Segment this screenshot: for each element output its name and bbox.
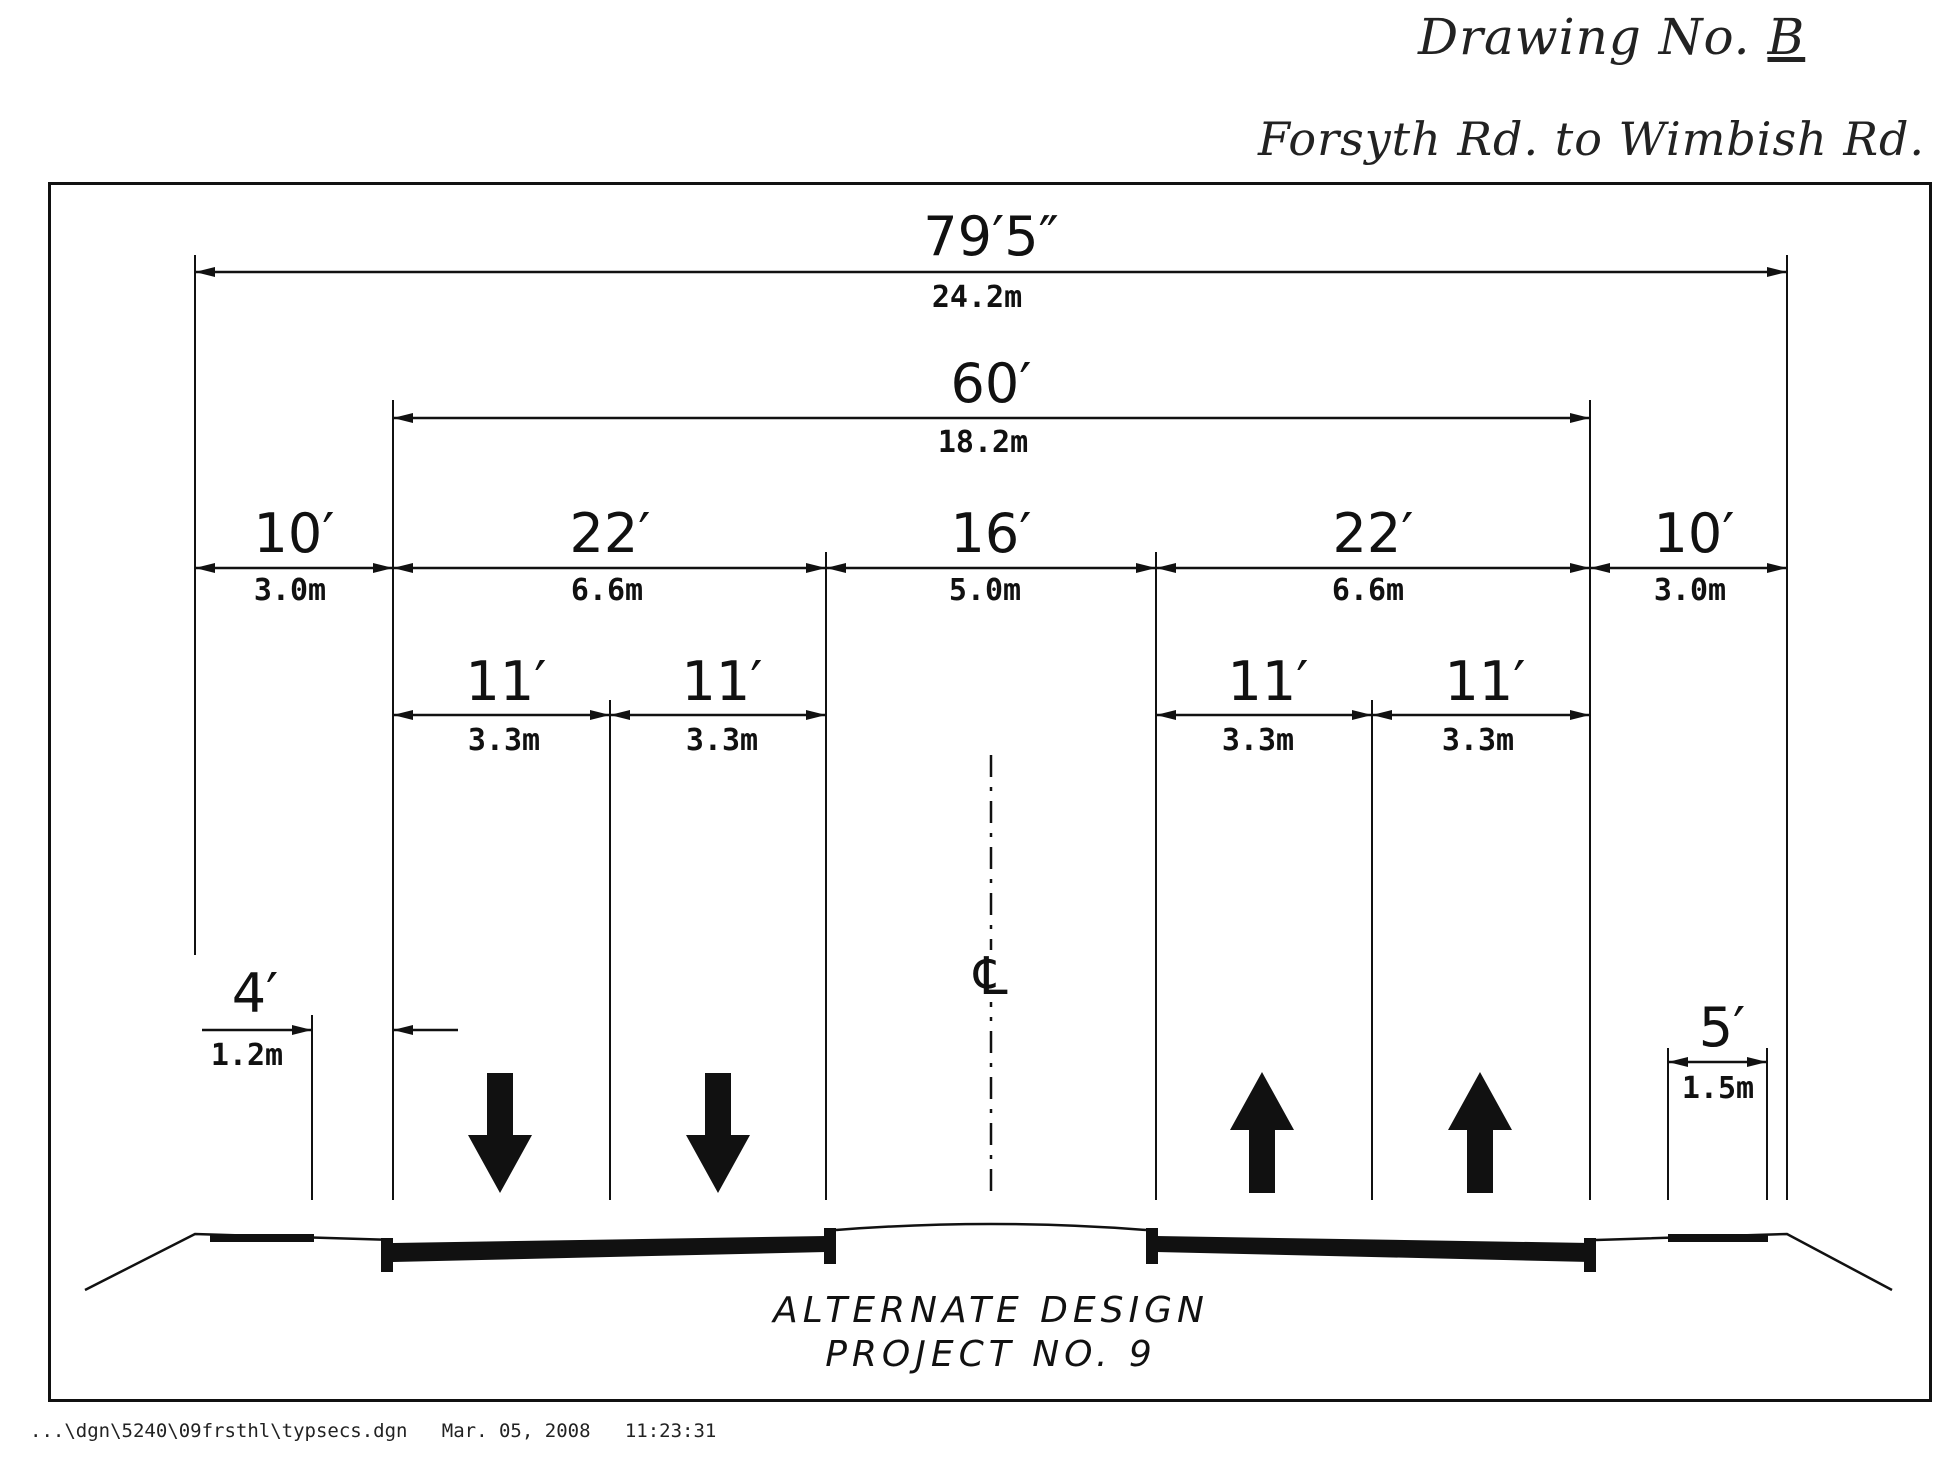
median-ft: 16′ <box>951 502 1032 565</box>
left-sidewalk-ft: 4′ <box>232 962 279 1025</box>
northbound-arrow-icon <box>1230 1072 1294 1193</box>
left-roadway-pavement <box>393 1236 826 1262</box>
left-border-m: 3.0m <box>254 573 326 608</box>
median-crown <box>835 1222 1147 1232</box>
lane-4-m: 3.3m <box>1442 723 1514 758</box>
right-side-slope <box>1595 1232 1893 1292</box>
right-sidewalk-ft: 5′ <box>1699 996 1746 1059</box>
left-curb <box>381 1238 393 1272</box>
right-median-curb <box>1146 1228 1158 1264</box>
left-border-ft: 10′ <box>254 502 335 565</box>
left-median-curb <box>824 1228 836 1264</box>
lane-1-m: 3.3m <box>468 723 540 758</box>
overall-width-m: 24.2m <box>932 280 1022 315</box>
file-path-footer: ...\dgn\5240\09frsthl\typsecs.dgn Mar. 0… <box>30 1420 717 1442</box>
caption-line-2: PROJECT NO. 9 <box>825 1334 1157 1375</box>
left-roadway-m: 6.6m <box>571 573 643 608</box>
left-sidewalk-slab <box>210 1234 314 1242</box>
right-sidewalk-m: 1.5m <box>1682 1071 1754 1106</box>
right-roadway-m: 6.6m <box>1332 573 1404 608</box>
travel-direction-arrows <box>468 1072 1512 1193</box>
southbound-arrow-icon <box>686 1073 750 1193</box>
right-sidewalk-slab <box>1668 1234 1768 1242</box>
lane-2-ft: 11′ <box>682 650 763 713</box>
pavement-section <box>84 1222 1893 1292</box>
dimension-labels: 79′5″ 24.2m 60′ 18.2m 10′ 3.0m 22′ 6.6m … <box>211 205 1754 1106</box>
extension-lines <box>194 255 1788 1200</box>
left-roadway-ft: 22′ <box>570 502 651 565</box>
drawing-number-value: B <box>1767 8 1806 66</box>
lane-4-ft: 11′ <box>1445 650 1526 713</box>
curb-to-curb-ft: 60′ <box>951 352 1032 415</box>
northbound-arrow-icon <box>1448 1072 1512 1193</box>
centerline-symbol: ℄ <box>972 947 1008 1007</box>
left-sidewalk-m: 1.2m <box>211 1038 283 1073</box>
overall-width-ft: 79′5″ <box>923 205 1059 268</box>
drawing-number-prefix: Drawing No. <box>1418 8 1751 66</box>
right-roadway-pavement <box>1156 1236 1590 1262</box>
dimension-lines <box>195 267 1787 1067</box>
southbound-arrow-icon <box>468 1073 532 1193</box>
drawing-frame <box>48 182 1932 1402</box>
lane-2-m: 3.3m <box>686 723 758 758</box>
median-m: 5.0m <box>949 573 1021 608</box>
handwritten-drawing-number: Drawing No. B <box>1418 8 1805 66</box>
right-roadway-ft: 22′ <box>1333 502 1414 565</box>
right-border-m: 3.0m <box>1654 573 1726 608</box>
lane-1-ft: 11′ <box>466 650 547 713</box>
handwritten-road-segment: Forsyth Rd. to Wimbish Rd. <box>1258 112 1926 166</box>
right-border-ft: 10′ <box>1654 502 1735 565</box>
lane-3-m: 3.3m <box>1222 723 1294 758</box>
curb-to-curb-m: 18.2m <box>938 425 1028 460</box>
right-curb <box>1584 1238 1596 1272</box>
left-side-slope <box>84 1232 394 1292</box>
caption-line-1: ALTERNATE DESIGN <box>771 1290 1209 1331</box>
lane-3-ft: 11′ <box>1228 650 1309 713</box>
